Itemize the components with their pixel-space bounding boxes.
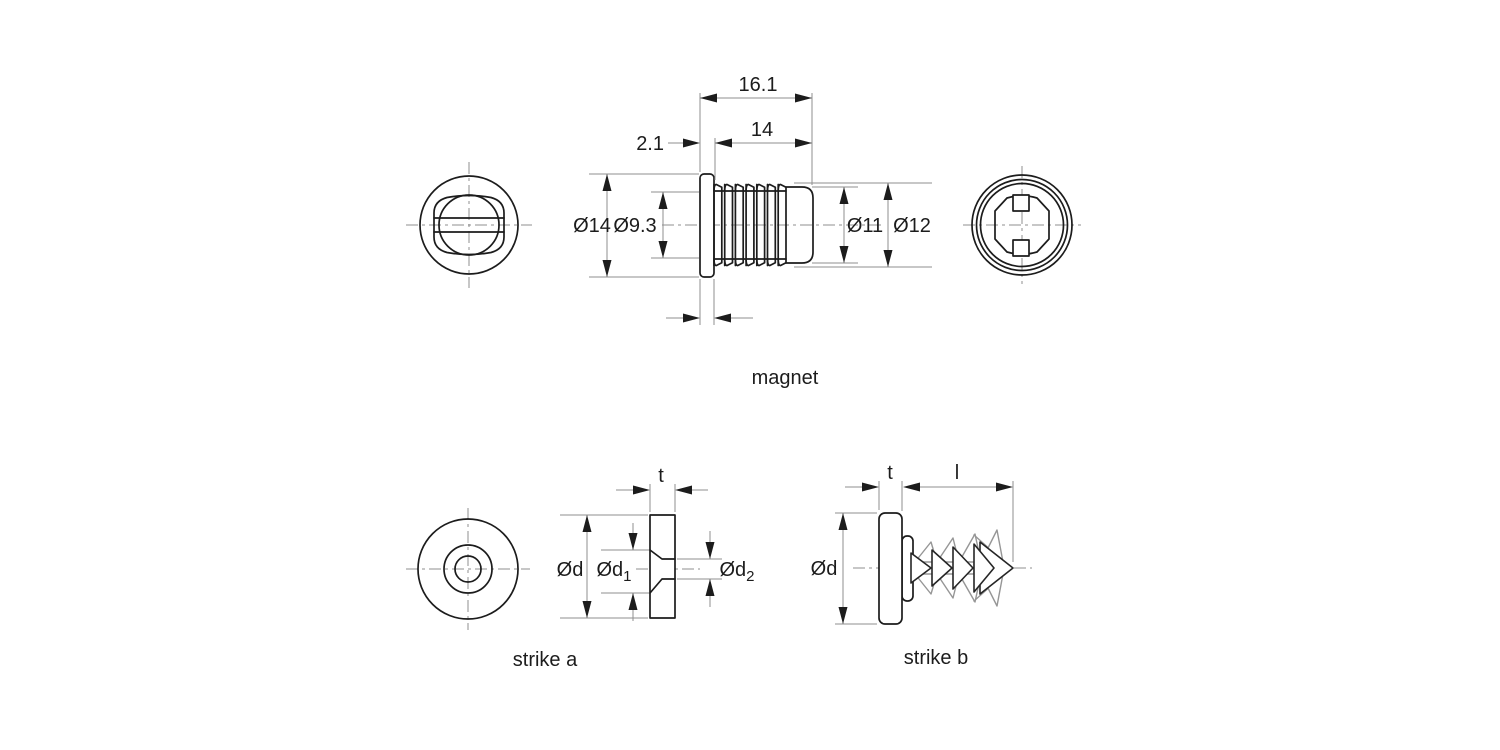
- cap-circle: [979, 182, 1065, 268]
- magnet-side-view: [662, 173, 882, 278]
- thickness-label: t: [658, 465, 664, 487]
- body-circle: [975, 178, 1069, 272]
- flange-diameter-label: Ø14: [573, 215, 611, 237]
- flange-thickness-label: 2.1: [636, 133, 664, 155]
- countersink-diameter-label: Ød1: [596, 559, 631, 585]
- strike-b-caption: strike b: [904, 647, 968, 669]
- outer-circle: [417, 518, 519, 620]
- end-cap: [785, 186, 814, 264]
- strike-b-drawing: t l Ød strike b: [811, 462, 1032, 669]
- magnet-caption: magnet: [752, 367, 819, 389]
- thread-diameter-label: Ø12: [893, 215, 931, 237]
- strike-disc: [878, 512, 903, 625]
- hole-circle: [454, 555, 482, 583]
- outer-diameter-label: Ød: [811, 558, 838, 580]
- barb: [973, 543, 995, 593]
- flange: [699, 173, 715, 278]
- barb: [910, 552, 932, 584]
- thread-outer-circle: [971, 174, 1073, 276]
- countersink-circle: [443, 544, 493, 594]
- magnet-back-view: [963, 166, 1081, 284]
- strike-a-side-view: [636, 514, 700, 619]
- countersink-top: [649, 549, 676, 560]
- pole-piece-top: [1012, 194, 1030, 212]
- magnet-diameter-label: Ø9.3: [613, 215, 656, 237]
- barbed-spike: [910, 529, 1014, 607]
- strike-b-side-view: [853, 512, 1032, 625]
- thread-length-label: 14: [751, 119, 773, 141]
- strike-disc: [649, 514, 676, 619]
- countersink-bottom: [649, 578, 676, 594]
- total-length-label: 16.1: [739, 74, 778, 96]
- magnet-core-circle: [438, 194, 500, 256]
- strike-a-drawing: t Ød Ød1 Ød2 strike a: [406, 465, 755, 671]
- body-diameter-label: Ø11: [847, 215, 883, 237]
- magnet-pocket-outline: [433, 194, 505, 256]
- outer-diameter-label: Ød: [557, 559, 584, 581]
- strike-b-dimensions: t l Ød: [811, 462, 1014, 625]
- magnet-front-view: [406, 162, 532, 288]
- strike-a-caption: strike a: [513, 649, 578, 671]
- barb: [952, 546, 974, 590]
- strike-a-dimensions: t Ød Ød1 Ød2: [557, 465, 755, 621]
- pole-piece-bottom: [1012, 239, 1030, 257]
- length-label: l: [955, 462, 959, 484]
- magnet-drawing: 16.1 14 2.1 Ø14 Ø9.3 Ø11: [406, 74, 1081, 389]
- thickness-label: t: [887, 462, 893, 484]
- strike-a-front-view: [406, 508, 530, 630]
- hole-diameter-label: Ød2: [719, 559, 754, 585]
- barb: [931, 549, 953, 587]
- magnet-dimensions: 16.1 14 2.1 Ø14 Ø9.3 Ø11: [573, 74, 932, 325]
- flange-outline-circle: [419, 175, 519, 275]
